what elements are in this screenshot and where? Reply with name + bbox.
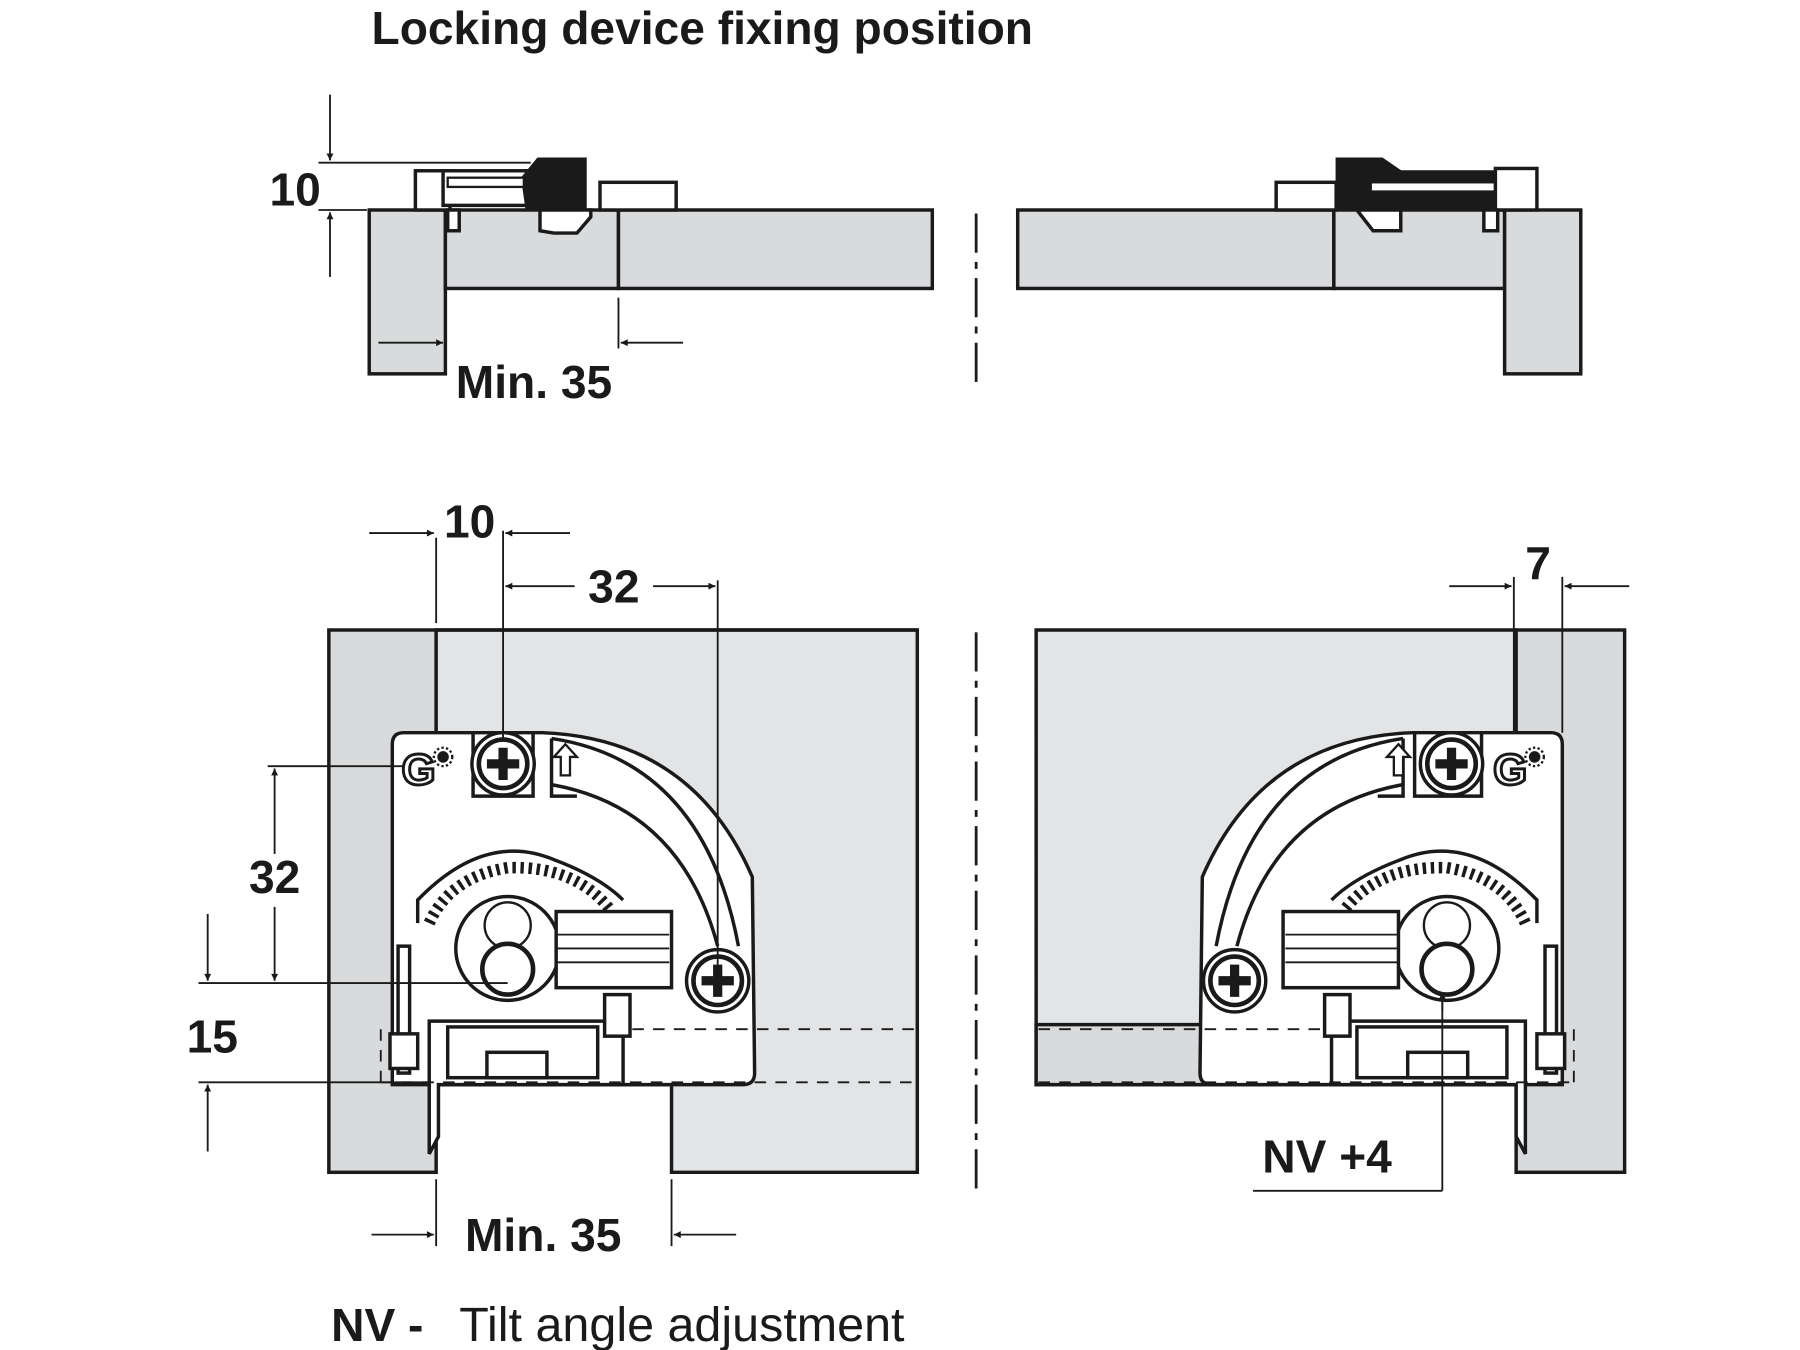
threaded-shaft	[1281, 909, 1401, 990]
top-view-right	[1015, 157, 1583, 376]
dim-label-edge: 7	[1525, 537, 1551, 589]
locking-device-body	[1198, 730, 1565, 1087]
screw-icon	[1420, 733, 1482, 795]
locking-device-body	[390, 730, 757, 1087]
top-view-left: 10 Min. 35	[269, 94, 935, 408]
locking-device-top	[413, 157, 678, 235]
legend-description: Tilt angle adjustment	[459, 1298, 905, 1350]
screw-icon	[1203, 950, 1265, 1012]
side-panel	[367, 208, 448, 376]
drawer-front	[616, 208, 935, 291]
drawer-front-section	[1332, 208, 1507, 291]
dim-label-min: Min. 35	[465, 1209, 621, 1261]
legend-abbreviation: NV -	[331, 1299, 423, 1350]
front-view-left: 10 32 32 15 Min. 35	[187, 496, 920, 1261]
drawer-bottom	[1034, 1022, 1211, 1087]
dim-label-bottom: 15	[187, 1010, 238, 1062]
dim-label-screw-horizontal: 32	[588, 560, 639, 612]
dim-label-nv: NV +4	[1262, 1130, 1392, 1182]
dim-label-min: Min. 35	[456, 356, 612, 408]
screw-icon	[472, 733, 534, 795]
legend: NV - Tilt angle adjustment	[331, 1298, 905, 1350]
drawer-front	[1015, 208, 1336, 291]
front-view-right: 7 NV +4	[1034, 537, 1630, 1192]
page-title: Locking device fixing position	[372, 2, 1033, 54]
side-panel	[1502, 208, 1583, 376]
drawer-front-section	[443, 208, 621, 291]
locking-device-top	[1274, 157, 1539, 233]
dim-label-height: 10	[269, 163, 320, 215]
threaded-shaft	[554, 909, 674, 990]
dim-label-screw-vertical: 32	[249, 851, 300, 903]
dim-label-edge: 10	[444, 496, 495, 548]
